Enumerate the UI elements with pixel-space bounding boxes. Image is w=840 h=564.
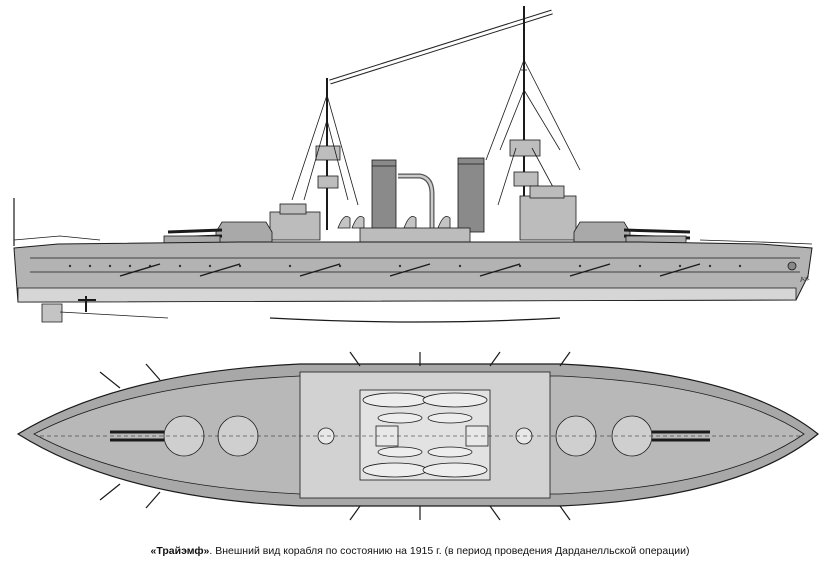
main-mast [291,78,359,230]
torpedo-net-booms [119,263,701,277]
plan-view [16,351,819,521]
ship-name: «Трайэмф» [150,545,210,557]
aft-funnel [371,159,397,233]
fore-funnel [457,157,485,233]
ventilators [337,215,451,229]
ship-drawing [13,6,819,521]
anchor-hawse [787,261,797,271]
figure-caption: «Трайэмф». Внешний вид корабля по состоя… [0,545,840,557]
rudder [41,303,63,323]
plan-booms [99,351,571,521]
side-profile-view [13,6,813,323]
boot-topping [17,287,797,303]
propeller [78,296,96,312]
caption-text: . Внешний вид корабля по состоянию на 19… [209,545,690,557]
funnels [371,157,485,233]
superstructure [269,185,577,243]
boats [362,392,488,478]
portholes [68,264,742,268]
fore-mast [485,6,581,225]
